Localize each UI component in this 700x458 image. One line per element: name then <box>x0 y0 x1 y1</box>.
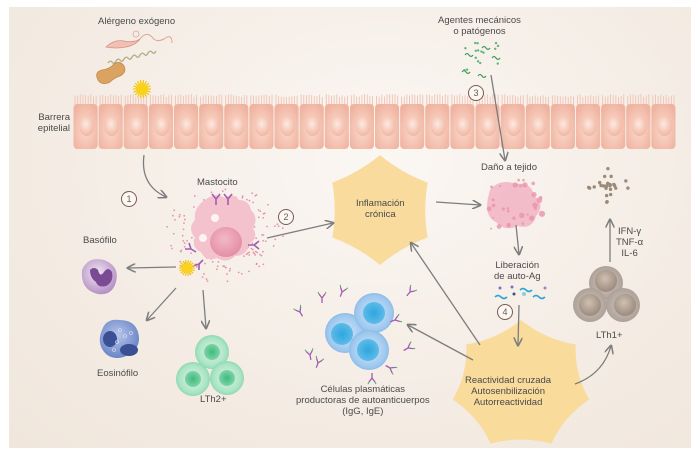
epithelial-cell <box>249 94 274 149</box>
label-cytokine-il6: IL-6 <box>621 248 638 259</box>
arrow-reactivity-to-lth1 <box>574 346 611 385</box>
label-lth1: LTh1+ <box>596 330 623 341</box>
label-plasma-cells: Células plasmáticas productoras de autoa… <box>296 384 430 417</box>
label-cytokine-tnf: TNF-α <box>616 237 644 248</box>
epithelial-cell <box>224 94 249 149</box>
epithelial-barrier <box>73 94 676 149</box>
arrow-barrier-to-mastcell <box>142 154 166 197</box>
label-cytokines: IFN-γ TNF-α IL-6 <box>616 226 643 259</box>
step-marker-4: 4 <box>497 304 513 320</box>
epithelial-cell <box>651 94 676 149</box>
label-plasma-cells-line3: (IgG, IgE) <box>342 406 384 417</box>
epithelial-cell <box>324 94 349 149</box>
epithelial-cell <box>199 94 224 149</box>
label-epithelial-barrier: Barrera epitelial <box>28 112 70 134</box>
mast-cell-icon <box>166 188 285 283</box>
label-chronic-inflammation-line1: Inflamación <box>356 198 405 209</box>
tissue-damage-icon <box>486 178 546 230</box>
epithelial-cell <box>550 95 575 149</box>
label-plasma-cells-line1: Células plasmáticas <box>320 384 406 395</box>
arrow-pathogens-to-damage <box>490 74 505 160</box>
peanut-icon <box>96 62 126 84</box>
epithelial-cell <box>73 94 98 149</box>
label-epithelial-barrier-line1: Barrera <box>38 112 70 123</box>
label-epithelial-barrier-line2: epitelial <box>37 123 70 134</box>
pollen-icon <box>133 80 151 98</box>
epithelial-cell <box>500 94 525 149</box>
label-reactivity-line1: Reactividad cruzada <box>465 375 552 386</box>
lth1-cells-icon <box>573 266 640 322</box>
epithelial-cell <box>98 94 123 149</box>
arrow-reactivity-to-inflammation <box>411 243 481 346</box>
arrow-mastcell-to-basophil <box>128 267 177 268</box>
arrow-mastcell-to-lth2 <box>203 289 206 328</box>
arrow-damage-to-autoag <box>516 224 519 254</box>
epithelial-cell <box>400 94 425 149</box>
label-lth2: LTh2+ <box>200 394 227 405</box>
label-cytokine-ifn: IFN-γ <box>617 226 642 237</box>
arrow-reactivity-to-plasma <box>408 325 474 361</box>
lth2-cells-icon <box>176 335 244 396</box>
label-reactivity: Reactividad cruzada Autosenbilización Au… <box>465 375 551 408</box>
label-reactivity-line3: Autorreactividad <box>473 397 543 408</box>
arrows <box>128 74 611 385</box>
epithelial-cell <box>626 94 651 149</box>
epithelial-cell <box>174 94 199 149</box>
label-exogenous-allergen: Alérgeno exógeno <box>98 16 176 27</box>
epithelial-cell <box>274 94 299 149</box>
arrow-autoag-to-reactivity <box>518 304 519 345</box>
arrow-inflammation-to-damage <box>435 202 480 205</box>
epithelial-cell <box>349 94 374 149</box>
label-autoag-release-line2: de auto-Ag <box>494 271 541 282</box>
arrow-mastcell-to-eosinophil <box>147 287 177 320</box>
epithelial-cell <box>475 94 500 149</box>
epithelial-cell <box>299 94 324 149</box>
epithelial-cell <box>601 94 626 149</box>
label-plasma-cells-line2: productoras de autoanticuerpos <box>296 395 430 406</box>
label-reactivity-line2: Autosenbilización <box>471 386 545 397</box>
label-mechanical-agents-line2: o patógenos <box>453 26 506 37</box>
arrow-mastcell-to-inflammation <box>266 223 333 239</box>
reactivity-star <box>452 320 590 444</box>
epithelial-cell <box>576 94 601 149</box>
auto-antigen-icon <box>494 285 547 300</box>
eosinophil-icon <box>99 319 139 358</box>
spirochete-icon <box>107 50 157 64</box>
pathogen-particles-icon <box>461 41 501 79</box>
plasma-cells-icon <box>293 284 418 385</box>
epithelial-cell <box>425 94 450 149</box>
label-chronic-inflammation-line2: crónica <box>364 209 396 220</box>
basophil-icon <box>81 259 117 295</box>
cytokine-dots-icon <box>586 166 630 204</box>
step-marker-1: 1 <box>121 191 137 207</box>
epithelial-cell <box>450 94 475 149</box>
label-tissue-damage: Daño a tejido <box>481 162 537 173</box>
label-mechanical-agents-line1: Agentes mecánicos <box>438 15 521 26</box>
label-autoag-release-line1: Liberación <box>495 260 540 271</box>
label-eosinophil: Eosinófilo <box>97 368 139 379</box>
label-mast-cell: Mastocito <box>197 177 238 188</box>
label-chronic-inflammation: Inflamación crónica <box>356 198 405 220</box>
chronic-inflammation-star <box>332 155 428 265</box>
label-autoag-release: Liberación de auto-Ag <box>494 260 540 282</box>
trypanosome-icon <box>105 30 173 49</box>
epithelial-cell <box>525 94 550 149</box>
epithelial-cell <box>375 94 400 149</box>
epithelial-cell <box>148 94 173 149</box>
label-mechanical-agents: Agentes mecánicos o patógenos <box>438 15 521 37</box>
label-basophil: Basófilo <box>83 235 117 246</box>
step-marker-3: 3 <box>468 85 484 101</box>
step-marker-2: 2 <box>278 209 294 225</box>
epithelial-cell <box>123 94 148 149</box>
